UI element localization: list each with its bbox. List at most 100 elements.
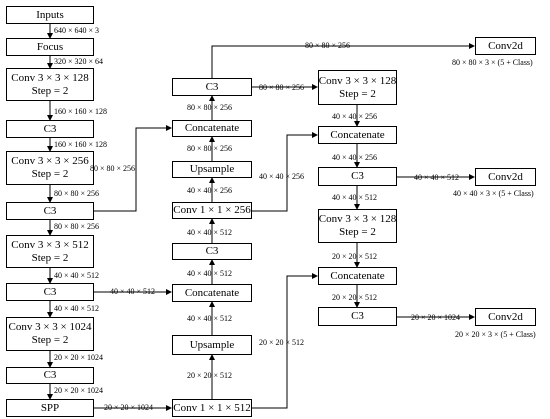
box-text-line: Concatenate — [330, 269, 385, 282]
spp-box: SPP — [6, 399, 94, 417]
label-focus-dim: 320 × 320 × 64 — [54, 57, 104, 66]
box-text-line: Conv 3 × 3 × 256 — [11, 155, 89, 167]
box-text-line: Conv2d — [488, 39, 523, 52]
inputs-box: Inputs — [6, 6, 94, 24]
head-concat-1-box: Concatenate — [318, 126, 397, 144]
box-text-line: C3 — [351, 310, 364, 322]
box-text-line: Conv 3 × 3 × 128 — [318, 74, 397, 87]
box-text-line: Upsample — [189, 338, 235, 351]
label-head-cat1-out: 40 × 40 × 256 — [332, 153, 378, 162]
head-c3-1-box: C3 — [318, 167, 397, 186]
label-c3top-right: 80 × 80 × 256 — [259, 83, 305, 92]
box-text-line: Step = 2 — [339, 226, 376, 238]
neck-upsample-1-box: Upsample — [172, 161, 252, 178]
label-output-1: 80 × 80 × 3 × (5 + Class) — [452, 58, 533, 67]
label-head-cat2-out: 20 × 20 × 512 — [332, 293, 378, 302]
arrow-skip-80 — [94, 125, 172, 212]
label-spp-out: 20 × 20 × 1024 — [104, 403, 154, 412]
box-text-line: Conv2d — [488, 310, 523, 323]
box-text-line: Concatenate — [330, 128, 385, 141]
backbone-c3-4-box: C3 — [6, 367, 94, 384]
neck-conv1x1-512-box: Conv 1 × 1 × 512 — [172, 399, 252, 417]
neck-conv1x1-256-box: Conv 1 × 1 × 256 — [172, 202, 252, 219]
conv2d-detect-1-box: Conv2d — [475, 37, 536, 55]
label-c3-3-dim: 40 × 40 × 512 — [54, 304, 100, 313]
box-text-line: C3 — [351, 170, 364, 182]
box-text-line: Conv 1 × 1 × 512 — [173, 401, 251, 414]
box-text-line: Step = 2 — [31, 251, 69, 264]
box-text-line: Concatenate — [184, 122, 240, 134]
label-neck-cat2-out: 80 × 80 × 256 — [187, 103, 233, 112]
label-neck-ups2-out: 80 × 80 × 256 — [187, 144, 233, 153]
label-head-c3-down: 40 × 40 × 512 — [332, 193, 378, 202]
conv2d-detect-2-box: Conv2d — [475, 168, 536, 186]
label-conv1-dim: 160 × 160 × 128 — [54, 107, 108, 116]
label-head-c3-2-right: 20 × 20 × 1024 — [411, 313, 461, 322]
box-text-line: Step = 2 — [31, 168, 69, 180]
neck-upsample-2-box: Upsample — [172, 335, 252, 355]
focus-box: Focus — [6, 38, 94, 56]
label-conv4-dim: 20 × 20 × 1024 — [54, 353, 104, 362]
arrow-c3top-det1 — [211, 43, 475, 78]
neck-c3-top-box: C3 — [172, 78, 252, 96]
box-text-line: C3 — [43, 122, 57, 135]
label-head-conv1-out: 40 × 40 × 256 — [332, 112, 378, 121]
label-c3-4-dim: 20 × 20 × 1024 — [54, 386, 104, 395]
neck-concat-1-box: Concatenate — [172, 120, 252, 137]
box-text-line: Conv 3 × 3 × 512 — [11, 238, 89, 251]
label-output-3: 20 × 20 × 3 × (5 + Class) — [455, 330, 536, 339]
head-concat-2-box: Concatenate — [318, 267, 397, 285]
backbone-c3-2-box: C3 — [6, 202, 94, 220]
neck-concat-2-box: Concatenate — [172, 284, 252, 302]
label-conv1x1-right: 40 × 40 × 256 — [259, 172, 305, 181]
label-head-c3-right: 40 × 40 × 512 — [414, 173, 460, 182]
box-text-line: C3 — [43, 285, 57, 298]
label-skip-80: 80 × 80 × 256 — [90, 164, 136, 173]
box-text-line: C3 — [43, 204, 57, 217]
label-skip-40: 40 × 40 × 512 — [110, 287, 156, 296]
label-conv3-dim: 40 × 40 × 512 — [54, 271, 100, 280]
label-neck-conv1x1-2-out: 40 × 40 × 256 — [187, 186, 233, 195]
neck-c3-mid-box: C3 — [172, 243, 252, 260]
label-neck-cat-out: 40 × 40 × 512 — [187, 269, 233, 278]
box-text-line: SPP — [40, 401, 60, 414]
label-c3-1-dim: 160 × 160 × 128 — [54, 140, 108, 149]
label-inputs-dim: 640 × 640 × 3 — [54, 26, 100, 35]
box-text-line: Conv 3 × 3 × 128 — [11, 71, 89, 84]
box-text-line: Conv2d — [488, 170, 523, 183]
label-sppconv-right: 20 × 20 × 512 — [259, 338, 305, 347]
label-c3-2-dim: 80 × 80 × 256 — [54, 222, 100, 231]
label-neck-c3-out: 40 × 40 × 512 — [187, 228, 233, 237]
box-text-line: Conv 3 × 3 × 1024 — [8, 321, 92, 333]
box-text-line: C3 — [43, 369, 57, 381]
arrow-conv1x1-rcat1 — [252, 132, 318, 212]
label-neck-conv1x1-out: 20 × 20 × 512 — [187, 371, 233, 380]
box-text-line: Step = 2 — [31, 334, 69, 346]
box-text-line: Focus — [36, 40, 64, 53]
box-text-line: Conv 3 × 3 × 128 — [318, 213, 397, 225]
label-neck-ups-b: 40 × 40 × 512 — [187, 314, 233, 323]
box-text-line: C3 — [205, 245, 219, 257]
box-text-line: Step = 2 — [31, 84, 69, 97]
box-text-line: Step = 2 — [339, 87, 376, 100]
backbone-c3-1-box: C3 — [6, 120, 94, 138]
head-c3-2-box: C3 — [318, 307, 397, 326]
box-text-line: Upsample — [189, 163, 235, 175]
label-top-80: 80 × 80 × 256 — [305, 41, 351, 50]
box-text-line: Conv 1 × 1 × 256 — [173, 204, 251, 216]
label-output-2: 40 × 40 × 3 × (5 + Class) — [453, 189, 534, 198]
box-text-line: Inputs — [36, 8, 64, 21]
conv2d-detect-3-box: Conv2d — [475, 308, 536, 326]
label-conv2-dim: 80 × 80 × 256 — [54, 189, 100, 198]
box-text-line: Concatenate — [184, 286, 240, 299]
arrow-conv1x1b-rcat2 — [252, 273, 318, 409]
label-head-conv2-out: 20 × 20 × 512 — [332, 252, 378, 261]
box-text-line: C3 — [205, 80, 219, 93]
